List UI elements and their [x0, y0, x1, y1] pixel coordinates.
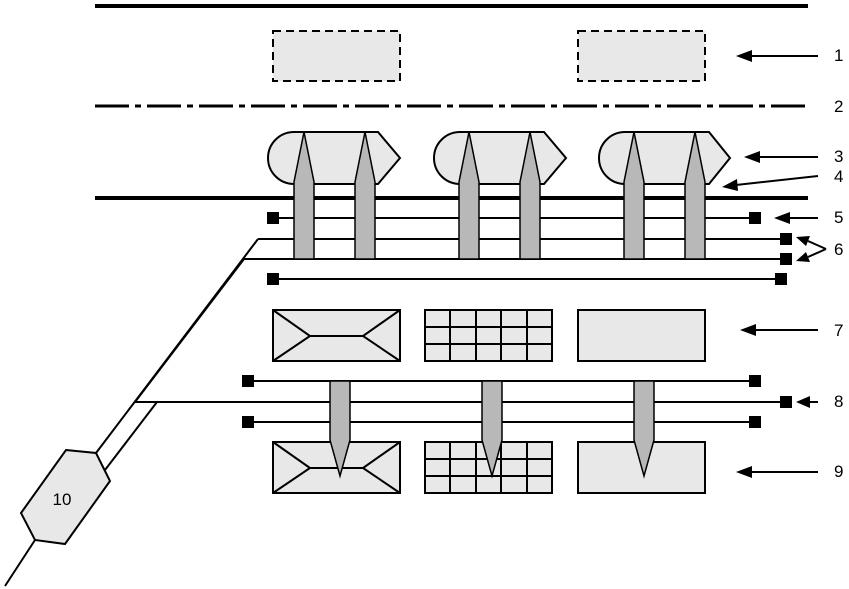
layer-3-capsules	[267, 131, 732, 185]
terminal-square	[749, 416, 761, 428]
layer-7-boxes	[272, 309, 706, 362]
terminal-square	[780, 253, 792, 265]
needle	[293, 131, 315, 260]
needle	[481, 380, 503, 479]
lower-electrode-line	[267, 273, 787, 285]
label-9: 9	[834, 462, 843, 481]
terminal-square	[749, 212, 761, 224]
needle	[684, 131, 706, 260]
grid-box	[424, 309, 553, 362]
lower-needles	[329, 380, 655, 479]
needle	[623, 131, 645, 260]
terminal-square	[267, 212, 279, 224]
capsule-1	[267, 131, 402, 185]
label-10: 10	[53, 490, 72, 509]
envelope-box	[272, 309, 401, 362]
terminal-square	[242, 416, 254, 428]
terminal-square	[780, 233, 792, 245]
needle	[633, 380, 655, 479]
upper-needles	[293, 131, 706, 260]
layer-6-connection-lines	[244, 233, 792, 265]
layer-8-electrode-lines	[135, 375, 792, 428]
diagonal-cable	[4, 238, 259, 587]
label-7: 7	[834, 321, 843, 340]
label-3: 3	[834, 147, 843, 166]
terminal-square	[267, 273, 279, 285]
layer-1-dashed-boxes	[272, 30, 706, 82]
needle	[458, 131, 480, 260]
reference-arrows: 1 2 3 4 5 6 7 8 9	[722, 46, 843, 481]
label-2: 2	[834, 97, 843, 116]
plain-box	[577, 309, 706, 362]
needle	[519, 131, 541, 260]
needle	[329, 380, 351, 479]
dashed-box-left	[272, 30, 401, 82]
label-4: 4	[834, 167, 843, 186]
terminal-square	[775, 273, 787, 285]
capsule-2	[433, 131, 568, 185]
device-10-hexagon	[19, 448, 112, 546]
label-8: 8	[834, 392, 843, 411]
layer-5-electrode-line	[267, 212, 761, 224]
label-6: 6	[834, 240, 843, 259]
terminal-square	[780, 396, 792, 408]
dashed-box-right	[577, 30, 706, 82]
label-5: 5	[834, 208, 843, 227]
capsule-3	[598, 131, 732, 185]
terminal-square	[242, 375, 254, 387]
label-1: 1	[834, 46, 843, 65]
terminal-square	[749, 375, 761, 387]
needle	[354, 131, 376, 260]
